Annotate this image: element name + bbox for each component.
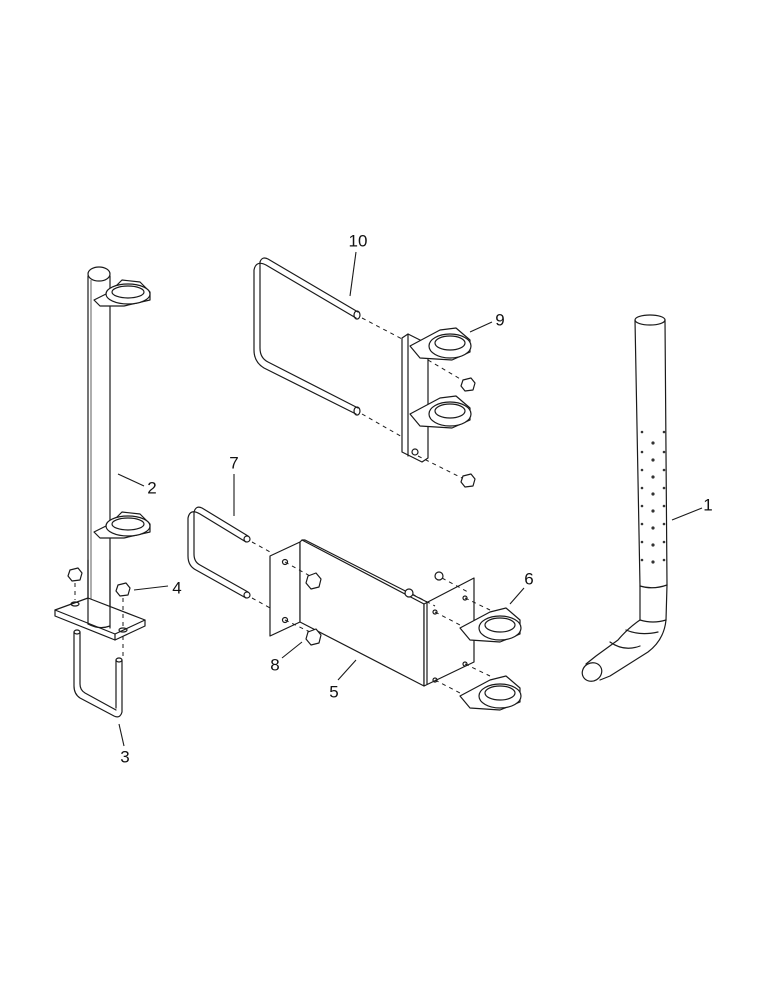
callout-10: 10 — [348, 231, 368, 251]
part-9-clamp-plate — [401, 327, 476, 488]
part-8-nuts — [305, 572, 322, 646]
leader-lines — [117, 251, 703, 747]
callout-8: 8 — [270, 655, 280, 675]
part-2-mounting-post — [54, 266, 151, 641]
part-7-u-bolt — [187, 506, 273, 610]
callout-4: 4 — [172, 578, 182, 598]
part-5-bracket — [269, 539, 475, 687]
callout-7: 7 — [229, 453, 239, 473]
callout-5: 5 — [329, 682, 339, 702]
callout-1: 1 — [703, 495, 713, 515]
part-4-nuts — [67, 567, 131, 656]
part-6-clamps — [434, 597, 522, 711]
part-10-u-bolt — [253, 257, 405, 439]
perforation-dots — [640, 430, 666, 564]
part-3-u-bolt — [73, 629, 123, 718]
callout-3: 3 — [120, 747, 130, 767]
callout-6: 6 — [524, 569, 534, 589]
callout-2: 2 — [147, 478, 157, 498]
part-1-exhaust-pipe — [581, 314, 668, 682]
callout-9: 9 — [495, 310, 505, 330]
